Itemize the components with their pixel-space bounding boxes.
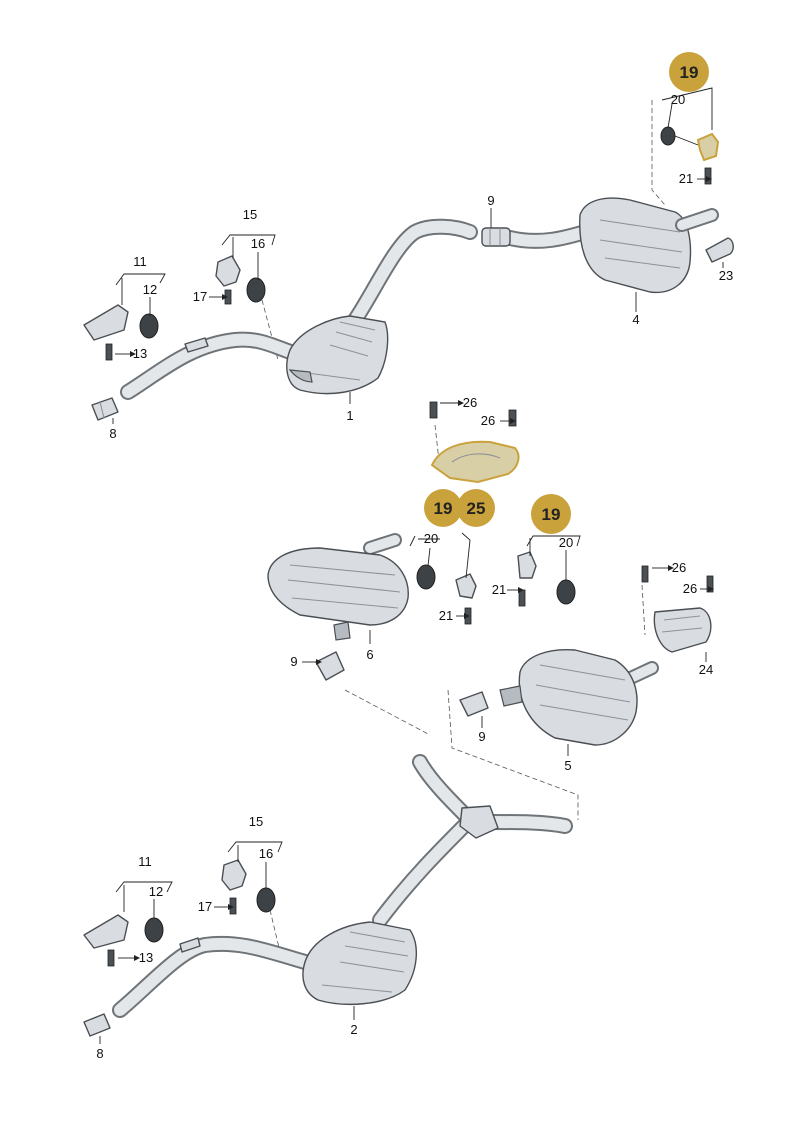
callout-1: 1 [346, 408, 353, 423]
callout-labels: 1 2 4 5 6 8 8 9 9 9 11 11 12 12 13 13 15… [96, 92, 733, 1061]
callout-20-mid-left: 20 [424, 531, 438, 546]
callout-16-bottom: 16 [259, 846, 273, 861]
badge-19-mid: 19 [424, 489, 462, 527]
tailpipe-trim-25 [429, 401, 520, 484]
callout-13-bottom: 13 [139, 950, 153, 965]
clamp-9-top [481, 227, 511, 247]
callout-15-top: 15 [243, 207, 257, 222]
top-front-pipe [120, 218, 593, 400]
callout-9-top: 9 [487, 193, 494, 208]
callout-13-top: 13 [133, 346, 147, 361]
callout-17-top: 17 [193, 289, 207, 304]
callout-8-bottom: 8 [96, 1046, 103, 1061]
callout-4: 4 [632, 312, 639, 327]
rear-muffler-right-5 [499, 649, 659, 746]
callout-11-top: 11 [133, 254, 147, 269]
callout-5: 5 [564, 758, 571, 773]
rear-muffler-left-6 [267, 533, 409, 641]
badge-25: 25 [457, 489, 495, 527]
callout-11-bottom: 11 [138, 854, 152, 869]
callout-17-bottom: 17 [198, 899, 212, 914]
tailpipe-tip-23 [705, 237, 734, 263]
callout-23: 23 [719, 268, 733, 283]
tailpipe-trim-24 [641, 565, 714, 653]
badge-text: 25 [467, 499, 486, 518]
bottom-left-small-parts [83, 914, 201, 1037]
clamp-9-mid-left [315, 651, 345, 681]
front-muffler-bottom-2 [302, 921, 418, 1005]
callout-9-mid-left: 9 [290, 654, 297, 669]
callout-21-mid-left: 21 [439, 608, 453, 623]
badge-text: 19 [434, 499, 453, 518]
arrowheads [130, 176, 714, 961]
top-left-small-parts [83, 304, 209, 421]
callout-21-top: 21 [679, 171, 693, 186]
callout-12-bottom: 12 [149, 884, 163, 899]
hanger-mid-right [517, 551, 576, 607]
badge-text: 19 [542, 505, 561, 524]
callout-26-right-bottom: 26 [683, 581, 697, 596]
callout-21-mid-right: 21 [492, 582, 506, 597]
callout-26-upper-right: 26 [481, 413, 495, 428]
callout-15-bottom: 15 [249, 814, 263, 829]
callout-9-mid-right: 9 [478, 729, 485, 744]
front-muffler-top [286, 315, 389, 395]
clamp-9-mid-right [459, 691, 489, 717]
callout-8-top: 8 [109, 426, 116, 441]
leader-lines [99, 87, 724, 1044]
callout-2: 2 [350, 1022, 357, 1037]
callout-12-top: 12 [143, 282, 157, 297]
callout-20-top: 20 [671, 92, 685, 107]
badge-19-right: 19 [531, 494, 571, 534]
badge-text: 19 [680, 63, 699, 82]
badge-19-top: 19 [669, 52, 709, 92]
callout-20-mid-right: 20 [559, 535, 573, 550]
callout-24: 24 [699, 662, 713, 677]
callout-6: 6 [366, 647, 373, 662]
callout-16-top: 16 [251, 236, 265, 251]
rear-muffler-top [579, 197, 719, 294]
callout-26-right-top: 26 [672, 560, 686, 575]
callout-26-upper-left: 26 [463, 395, 477, 410]
pipe-y-junction [459, 805, 499, 839]
